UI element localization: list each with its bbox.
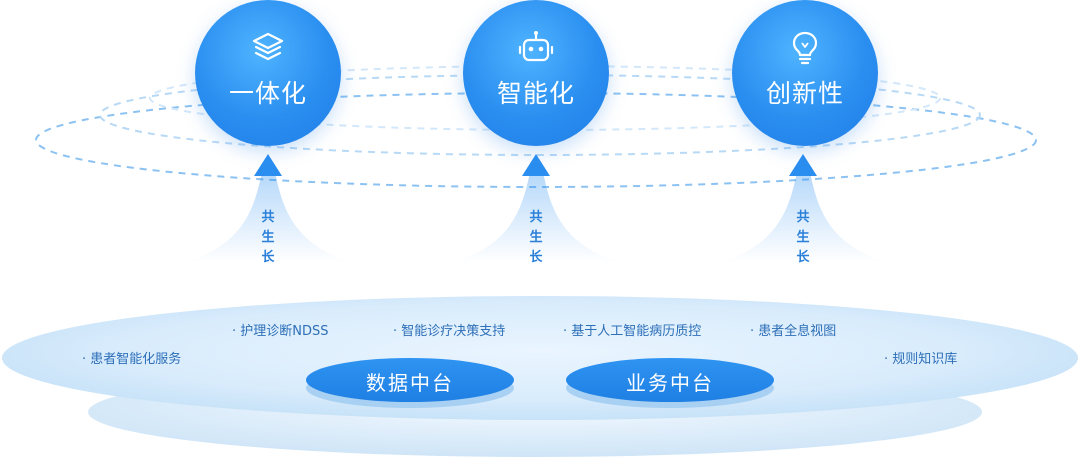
growth-arrow-2 [453,154,620,262]
growth-label-1: 共 生 长 [258,208,278,268]
pillar-label: 一体化 [228,79,307,108]
growth-label-3: 共 生 长 [793,208,813,268]
growth-char: 生 [529,230,543,245]
platform-pill-business [566,358,774,408]
growth-char: 共 [796,210,810,225]
growth-char: 长 [261,250,275,265]
growth-label-2: 共 生 长 [526,208,546,268]
growth-char: 共 [261,210,275,225]
pillar-innovation: 创新性 [732,0,878,146]
growth-arrow-3 [720,154,887,262]
feature-ai-record-quality: · 基于人工智能病历质控 [563,324,702,339]
robot-icon [518,31,554,62]
feature-clinical-decision-support: · 智能诊疗决策支持 [393,324,506,339]
growth-char: 共 [529,210,543,225]
platform-label-business: 业务中台 [626,371,714,395]
feature-patient-holographic-view: · 患者全息视图 [750,324,837,339]
pillar-intelligence: 智能化 [463,0,609,146]
growth-char: 生 [796,230,810,245]
base-plate-upper [2,296,1078,420]
orbit-ring-middle [99,74,981,156]
layers-icon [252,32,284,61]
pillar-label: 创新性 [765,79,844,108]
feature-nursing-diagnosis: · 护理诊断NDSS [232,324,329,339]
pillar-label: 智能化 [496,79,575,108]
growth-char: 长 [529,250,543,265]
lightbulb-icon [792,31,818,65]
growth-char: 长 [796,250,810,265]
growth-char: 生 [261,230,275,245]
feature-rule-knowledge-base: · 规则知识库 [884,352,958,367]
platform-pill-data [306,358,514,408]
pillar-integration: 一体化 [195,0,341,146]
growth-arrow-1 [185,154,352,262]
platform-label-data: 数据中台 [366,371,454,395]
feature-patient-smart-service: · 患者智能化服务 [82,352,182,367]
